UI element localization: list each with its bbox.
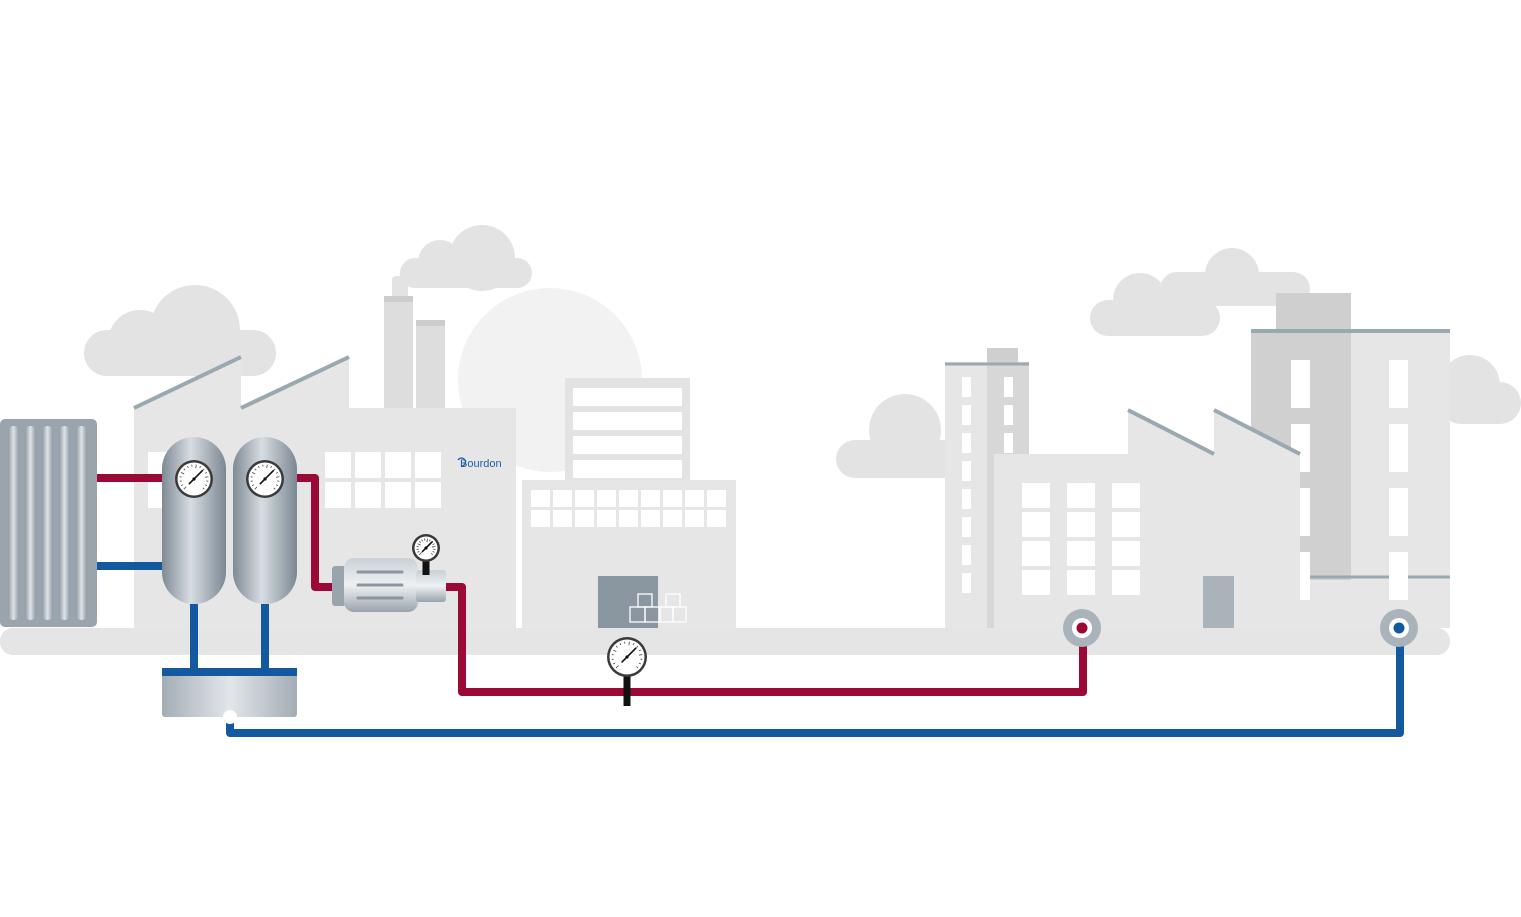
warehouse-window: [597, 490, 616, 507]
warehouse-window: [641, 490, 660, 507]
gauges: [175, 460, 647, 706]
factory-window: [1022, 483, 1050, 508]
warehouse-window: [663, 510, 682, 527]
warehouse-window: [553, 510, 572, 527]
factory-window: [1067, 570, 1095, 595]
tower-window: [962, 573, 971, 593]
warehouse-window: [641, 510, 660, 527]
radiator-icon: [0, 419, 97, 627]
warehouse-window: [619, 490, 638, 507]
cloud-smoke: [392, 225, 532, 300]
warehouse-window: [597, 510, 616, 527]
factory-window: [1112, 512, 1140, 537]
tower-window: [1389, 424, 1408, 472]
factory-right: [994, 408, 1301, 628]
tower-window: [1291, 360, 1310, 408]
tower-window: [962, 517, 971, 537]
tower-window: [1389, 360, 1408, 408]
factory-left-windows: [148, 452, 441, 508]
tower-window: [1004, 433, 1013, 453]
tower-window: [962, 545, 971, 565]
warehouse-window: [619, 510, 638, 527]
tower-window: [1004, 377, 1013, 397]
factory-right-door: [1203, 576, 1234, 628]
tower-window: [962, 377, 971, 397]
cold-return-pipe: [226, 626, 1404, 737]
warehouse-window: [531, 510, 550, 527]
bourdon-logo: Bourdon: [457, 457, 502, 470]
factory-window: [1112, 483, 1140, 508]
hot-supply-pipe: [441, 583, 1087, 696]
warehouse-window: [707, 490, 726, 507]
boxes-icon: [629, 593, 687, 623]
factory-window: [1112, 570, 1140, 595]
pressure-gauge-icon: [246, 460, 284, 498]
warehouse-window: [663, 490, 682, 507]
tower-window: [962, 461, 971, 481]
factory-window: [1022, 570, 1050, 595]
pipes: [92, 474, 1404, 737]
warehouse-window: [575, 490, 594, 507]
pump-motor-icon: [332, 558, 446, 612]
tower-window: [1004, 405, 1013, 425]
factory-window: [1067, 541, 1095, 566]
warehouse-window: [531, 490, 550, 507]
brand-label: Bourdon: [460, 458, 502, 470]
cloud-right-top: [1090, 248, 1310, 336]
warehouse-window: [685, 510, 704, 527]
pressure-gauge-icon: [175, 460, 213, 498]
outlet-cold: [1380, 609, 1418, 647]
warehouse-window: [685, 490, 704, 507]
warehouse-window: [575, 510, 594, 527]
warehouse-window: [553, 490, 572, 507]
warehouse: [522, 378, 736, 628]
factory-window: [1022, 541, 1050, 566]
outlet-hot: [1063, 609, 1101, 647]
tower-window: [962, 405, 971, 425]
manifold-icon: [162, 668, 297, 724]
tower-window: [962, 489, 971, 509]
cloud-left: [84, 285, 276, 376]
factory-window: [1067, 512, 1095, 537]
pressure-gauge-icon: [607, 637, 647, 706]
ground-strip: [0, 628, 1450, 655]
warehouse-windows: [531, 490, 726, 527]
warehouse-window: [707, 510, 726, 527]
factory-window: [1067, 483, 1095, 508]
factory-right-windows: [1022, 483, 1140, 595]
cloud-far-right: [1440, 355, 1521, 424]
hot-pipe-tank-to-pump: [296, 474, 335, 591]
cloud-right-small: [836, 394, 966, 478]
pressure-gauge-icon: [412, 534, 440, 575]
tower-window: [1389, 488, 1408, 536]
factory-window: [1112, 541, 1140, 566]
warehouse-door: [598, 576, 658, 628]
factory-window: [1022, 512, 1050, 537]
tower-window: [962, 433, 971, 453]
tower-window: [1389, 552, 1408, 600]
